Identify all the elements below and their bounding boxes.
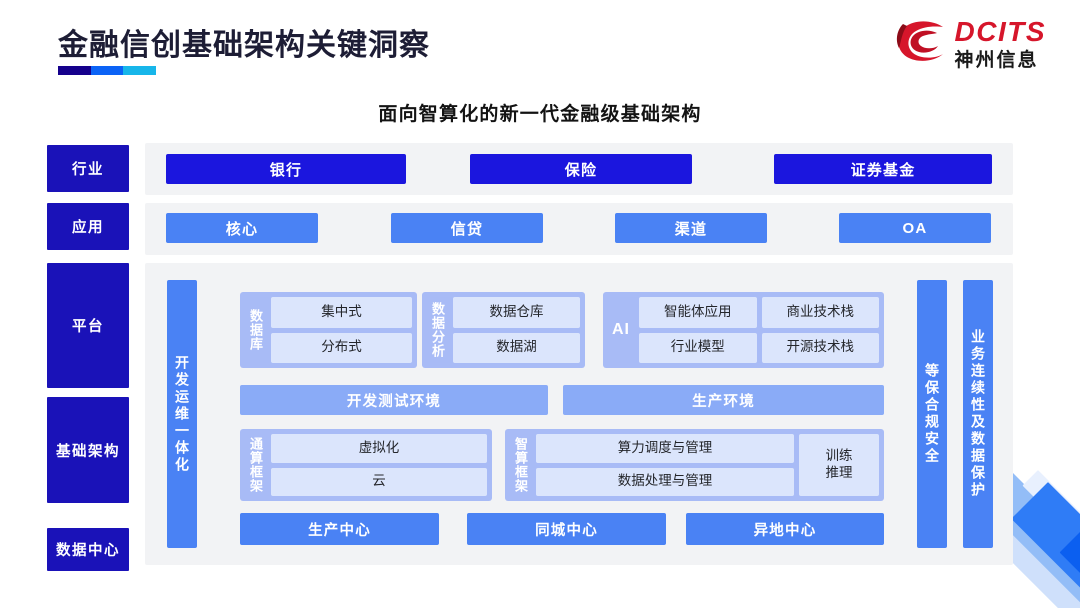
inference-label: 推理	[825, 465, 853, 480]
cell-industry-model[interactable]: 行业模型	[639, 332, 757, 363]
group-database: 数据库 集中式 分布式	[240, 292, 417, 368]
cell-commercial-tech-stack[interactable]: 商业技术栈	[761, 297, 879, 328]
cell-data-lake[interactable]: 数据湖	[453, 332, 580, 363]
platform-infrastructure-panel: 开发运维一体化 等保合规安全 业务连续性及数据保护 数据库 集中式 分布式 数据…	[145, 263, 1013, 565]
application-item-channel[interactable]: 渠道	[615, 213, 767, 243]
cell-cloud[interactable]: 云	[271, 467, 487, 496]
cell-agent-application[interactable]: 智能体应用	[639, 297, 757, 328]
group-ai-title: AI	[612, 321, 630, 338]
industry-item-securities-fund[interactable]: 证券基金	[774, 154, 992, 184]
group-general-compute: 通算框架 虚拟化 云	[240, 429, 492, 501]
group-ai-compute: 智算框架 算力调度与管理 数据处理与管理 训练 推理	[505, 429, 884, 501]
application-item-oa[interactable]: OA	[839, 213, 991, 243]
cell-data-processing[interactable]: 数据处理与管理	[536, 467, 794, 496]
group-data-analytics-title: 数据分析	[430, 302, 445, 358]
layer-label-industry[interactable]: 行业	[47, 145, 129, 192]
cell-distributed[interactable]: 分布式	[271, 332, 412, 363]
pillar-business-continuity[interactable]: 业务连续性及数据保护	[963, 280, 993, 548]
layer-label-application[interactable]: 应用	[47, 203, 129, 250]
env-dev-test[interactable]: 开发测试环境	[240, 385, 548, 415]
train-label: 训练	[825, 448, 853, 464]
group-ai-compute-title: 智算框架	[513, 437, 528, 493]
cell-data-warehouse[interactable]: 数据仓库	[453, 297, 580, 328]
group-database-title: 数据库	[248, 309, 263, 351]
diagram-subtitle: 面向智算化的新一代金融级基础架构	[378, 104, 702, 125]
dc-remote-center[interactable]: 异地中心	[686, 513, 884, 545]
application-item-credit[interactable]: 信贷	[391, 213, 543, 243]
pillar-compliance-security[interactable]: 等保合规安全	[917, 280, 947, 548]
env-production[interactable]: 生产环境	[563, 385, 884, 415]
industry-panel: 银行 保险 证券基金	[145, 143, 1013, 195]
cell-train-inference[interactable]: 训练 推理	[799, 434, 879, 496]
dcits-swirl-icon	[896, 21, 943, 61]
layer-label-infrastructure[interactable]: 基础架构	[47, 397, 129, 503]
group-ai: AI 智能体应用 行业模型 商业技术栈 开源技术栈	[603, 292, 884, 368]
group-data-analytics: 数据分析 数据仓库 数据湖	[422, 292, 585, 368]
logo-text-en: DCITS	[954, 16, 1046, 47]
cell-compute-scheduling[interactable]: 算力调度与管理	[536, 434, 794, 463]
dc-production-center[interactable]: 生产中心	[240, 513, 439, 545]
slide-header: 金融信创基础架构关键洞察 DCITS 神州信息	[0, 0, 1080, 92]
logo-text-cn: 神州信息	[954, 50, 1039, 71]
industry-item-insurance[interactable]: 保险	[470, 154, 692, 184]
dc-metro-center[interactable]: 同城中心	[467, 513, 666, 545]
group-general-compute-title: 通算框架	[248, 437, 263, 493]
brand-logo: DCITS 神州信息	[893, 18, 1047, 70]
application-panel: 核心 信贷 渠道 OA	[145, 203, 1013, 255]
cell-opensource-tech-stack[interactable]: 开源技术栈	[761, 332, 879, 363]
page-title: 金融信创基础架构关键洞察	[58, 29, 430, 62]
application-item-core[interactable]: 核心	[166, 213, 318, 243]
layer-label-datacenter[interactable]: 数据中心	[47, 528, 129, 571]
pillar-devops[interactable]: 开发运维一体化	[167, 280, 197, 548]
industry-item-bank[interactable]: 银行	[166, 154, 406, 184]
cell-centralized[interactable]: 集中式	[271, 297, 412, 328]
title-underline	[58, 66, 157, 75]
layer-label-platform[interactable]: 平台	[47, 263, 129, 388]
cell-virtualization[interactable]: 虚拟化	[271, 434, 487, 463]
